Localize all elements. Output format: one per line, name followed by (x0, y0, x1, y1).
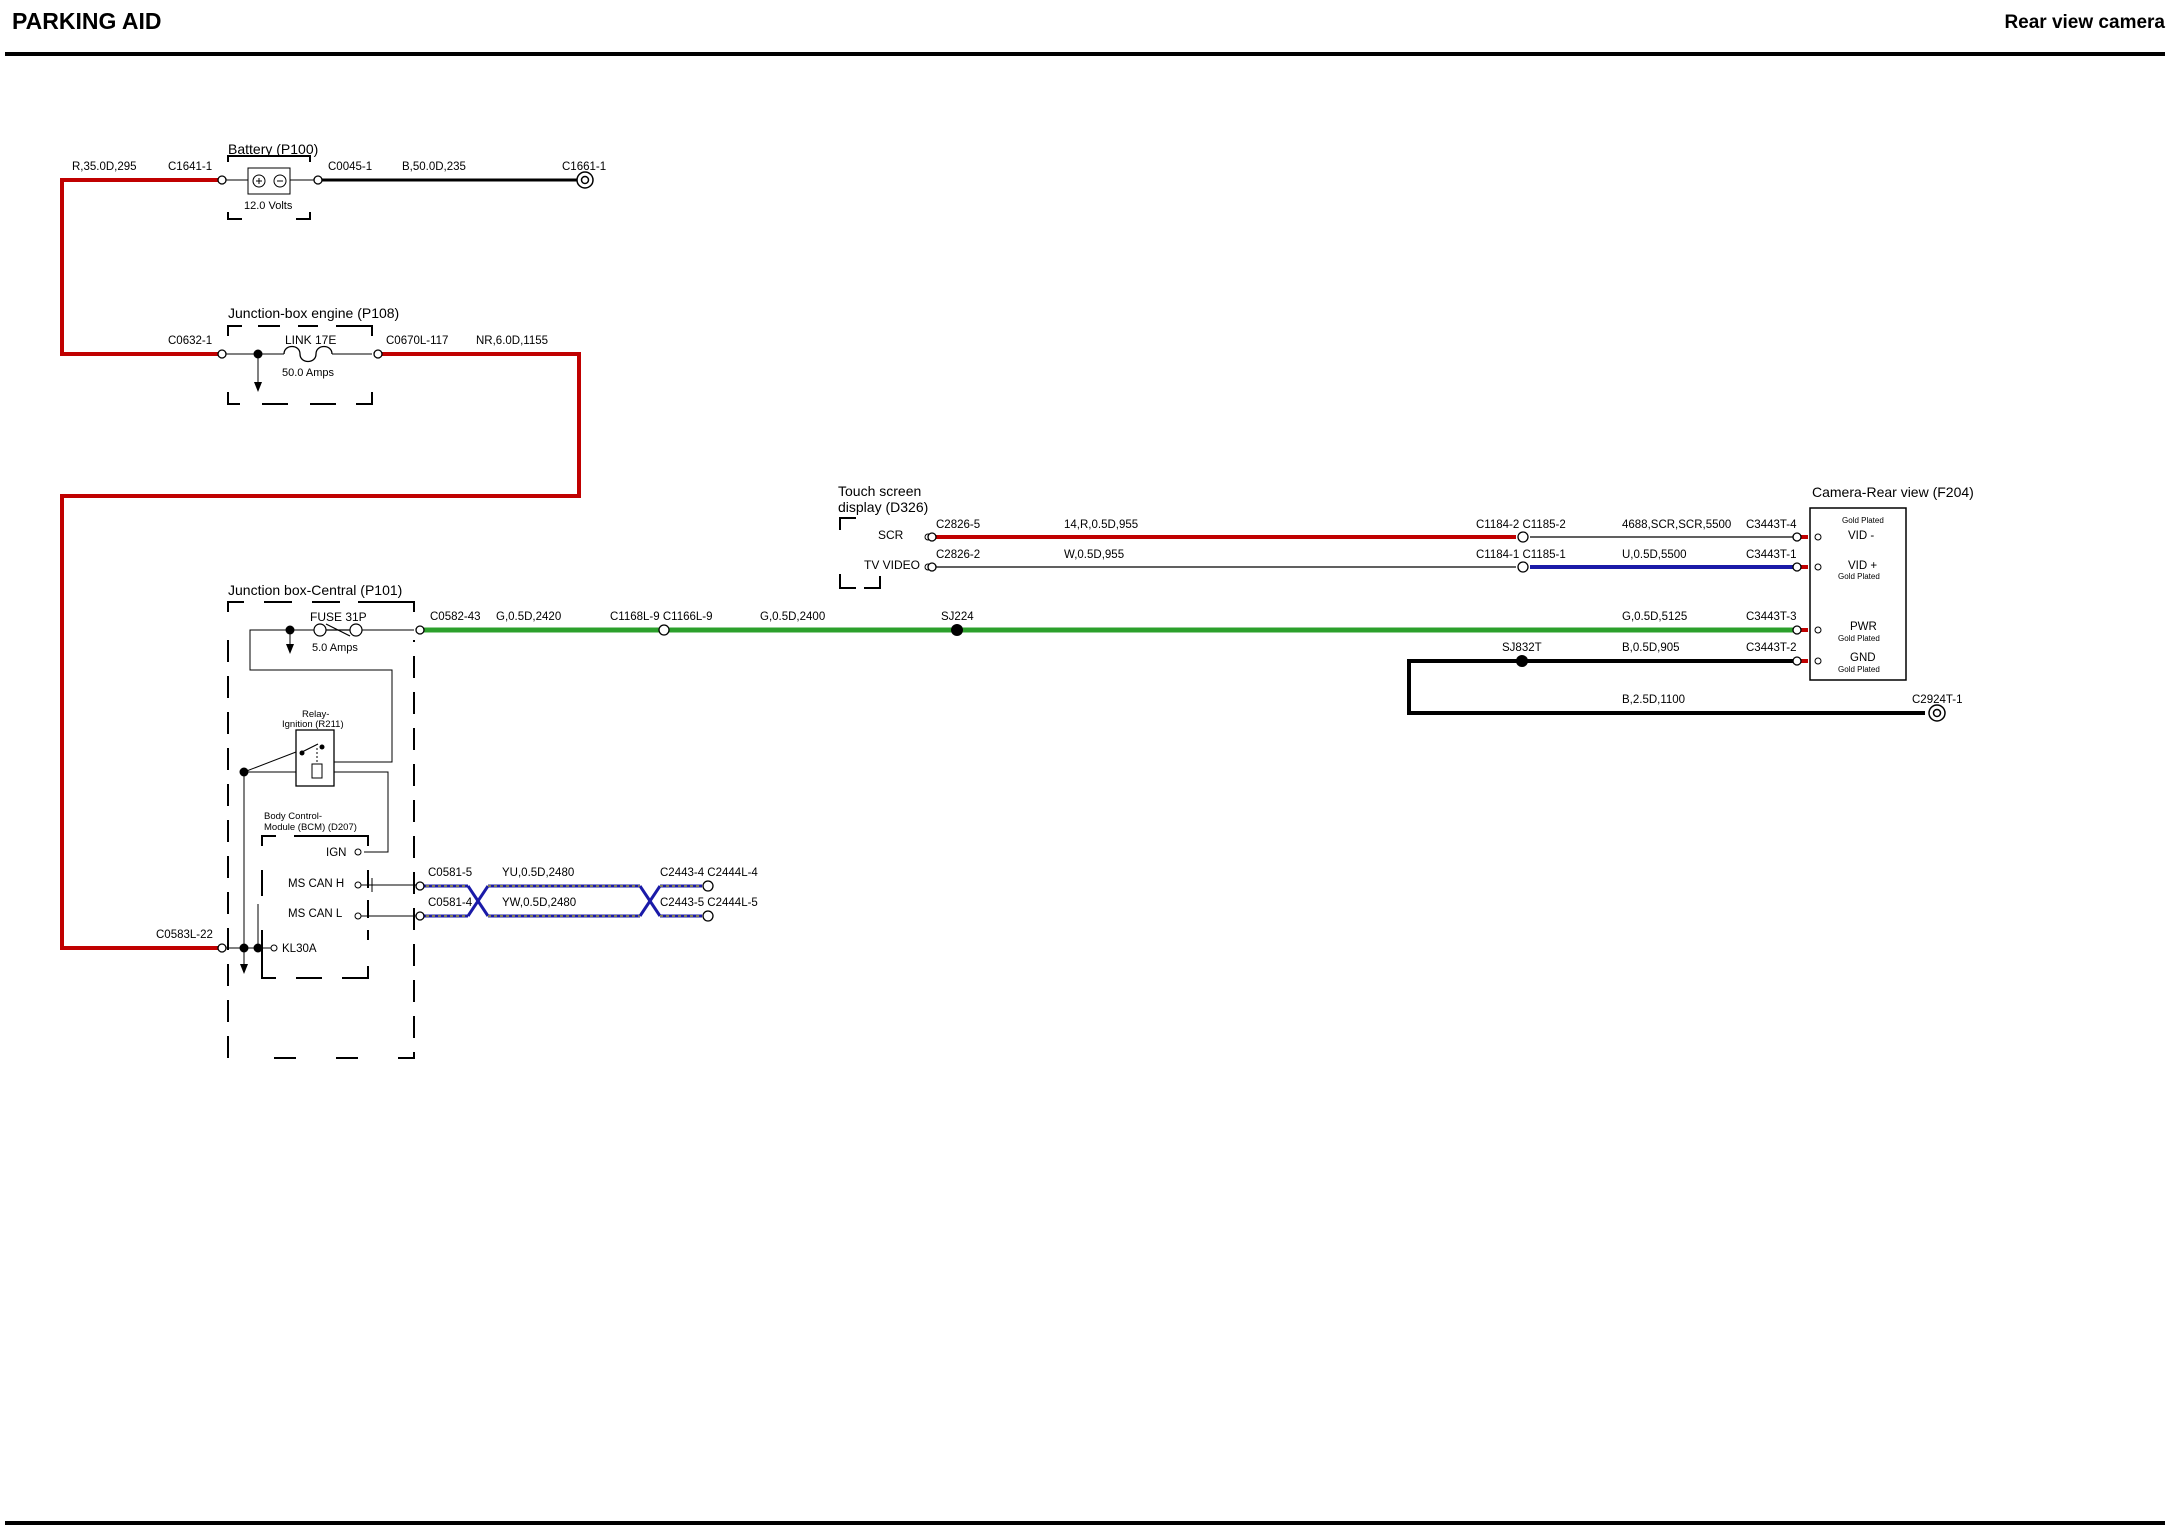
display-scr: SCR (878, 528, 904, 542)
connector-c0583: C0583L-22 (156, 929, 213, 941)
bcm-ign: IGN (326, 847, 346, 859)
connector-c1168: C1168L-9 C1166L-9 (610, 611, 713, 623)
camera-label: Camera-Rear view (F204) (1812, 484, 1974, 500)
jbengine-label: Junction-box engine (P108) (228, 305, 399, 321)
splice-sj224-label: SJ224 (941, 611, 974, 623)
camera-vid-plus: VID + (1848, 560, 1877, 572)
display-tv-video: TV VIDEO (864, 558, 920, 572)
junction-box-central (226, 601, 415, 1059)
camera-vid-minus: VID - (1848, 530, 1874, 542)
connector-c2443-4: C2443-4 C2444L-4 (660, 867, 758, 879)
wire-label-w10: W,0.5D,955 (1064, 549, 1124, 561)
wire-label-w7: B,0.5D,905 (1622, 642, 1680, 654)
bcm-can-h: MS CAN H (288, 878, 344, 890)
gold-plated-2: Gold Plated (1838, 572, 1880, 581)
bcm-component (261, 835, 418, 979)
gold-plated-3: Gold Plated (1838, 634, 1880, 643)
page-subtitle: Rear view camera (2004, 12, 2165, 33)
gold-plated-4: Gold Plated (1838, 665, 1880, 674)
footer-rule (5, 1521, 2165, 1525)
can-bus-pair (420, 884, 702, 918)
battery-component (226, 155, 316, 220)
battery-label: Battery (P100) (228, 141, 318, 157)
gold-plated-1: Gold Plated (1842, 516, 1884, 525)
relay-label-1: Relay- (302, 709, 329, 720)
wire-label-w9: 14,R,0.5D,955 (1064, 519, 1138, 531)
camera-gnd: GND (1850, 652, 1876, 664)
wire-label-w1: R,35.0D,295 (72, 161, 137, 173)
connector-c0632: C0632-1 (168, 335, 212, 347)
connector-c3443-1: C3443T-1 (1746, 549, 1797, 561)
wire-label-w4: G,0.5D,2420 (496, 611, 561, 623)
connector-c0581-5: C0581-5 (428, 867, 472, 879)
page-title: PARKING AID (12, 8, 162, 34)
battery-voltage: 12.0 Volts (244, 200, 293, 212)
wire-label-w6: G,0.5D,5125 (1622, 611, 1687, 623)
link-label: LINK 17E (285, 333, 336, 347)
connector-c3443-4: C3443T-4 (1746, 519, 1797, 531)
connector-c2826-2: C2826-2 (936, 549, 980, 561)
connector-c1641: C1641-1 (168, 161, 212, 173)
wire-battery-to-jbengine (60, 178, 220, 356)
bcm-can-l: MS CAN L (288, 908, 343, 920)
wire-label-w3: NR,6.0D,1155 (476, 335, 548, 347)
connector-c2826-5: C2826-5 (936, 519, 980, 531)
header-rule (5, 52, 2165, 56)
bcm-kl30a: KL30A (282, 943, 317, 955)
camera-pwr: PWR (1850, 621, 1877, 633)
wire-label-w14: YW,0.5D,2480 (502, 897, 576, 909)
connector-c0045: C0045-1 (328, 161, 372, 173)
connector-c2924: C2924T-1 (1912, 694, 1963, 706)
junction-box-engine (226, 325, 373, 405)
connector-c2443-5: C2443-5 C2444L-5 (660, 897, 758, 909)
fuse-rating: 5.0 Amps (312, 642, 358, 654)
connector-c3443-2: C3443T-2 (1746, 642, 1797, 654)
wire-label-w5: G,0.5D,2400 (760, 611, 825, 623)
connector-c1661: C1661-1 (562, 161, 606, 173)
connector-symbols (217, 175, 1802, 953)
jbcentral-label: Junction box-Central (P101) (228, 582, 402, 598)
bcm-label-1: Body Control- (264, 811, 322, 822)
wire-camera-ground (1407, 659, 1925, 715)
fuse-label: FUSE 31P (310, 610, 367, 624)
connector-c1184-2: C1184-2 C1185-2 (1476, 519, 1566, 531)
camera-rear-view (1809, 507, 1907, 681)
display-label-2: display (D326) (838, 499, 928, 515)
splice-sj832t (1516, 655, 1528, 667)
wire-jbengine-to-jbcentral (60, 352, 581, 950)
connector-c1184-1: C1184-1 C1185-1 (1476, 549, 1566, 561)
connector-c0581-4: C0581-4 (428, 897, 473, 909)
wire-label-w12: U,0.5D,5500 (1622, 549, 1687, 561)
connector-c0670: C0670L-117 (386, 335, 448, 347)
ground-eyelets (576, 171, 1946, 722)
wire-label-w11: 4688,SCR,SCR,5500 (1622, 519, 1731, 531)
bcm-label-2: Module (BCM) (D207) (264, 822, 357, 833)
connector-c3443-3: C3443T-3 (1746, 611, 1797, 623)
display-label-1: Touch screen (838, 483, 921, 499)
wire-label-w8: B,2.5D,1100 (1622, 694, 1685, 706)
link-rating: 50.0 Amps (282, 367, 334, 379)
splice-sj224 (951, 624, 963, 636)
relay-label-2: Ignition (R211) (282, 719, 344, 730)
wire-label-w2: B,50.0D,235 (402, 161, 466, 173)
connector-c0582: C0582-43 (430, 611, 481, 623)
splice-sj832t-label: SJ832T (1502, 642, 1542, 654)
wire-label-w13: YU,0.5D,2480 (502, 867, 574, 879)
